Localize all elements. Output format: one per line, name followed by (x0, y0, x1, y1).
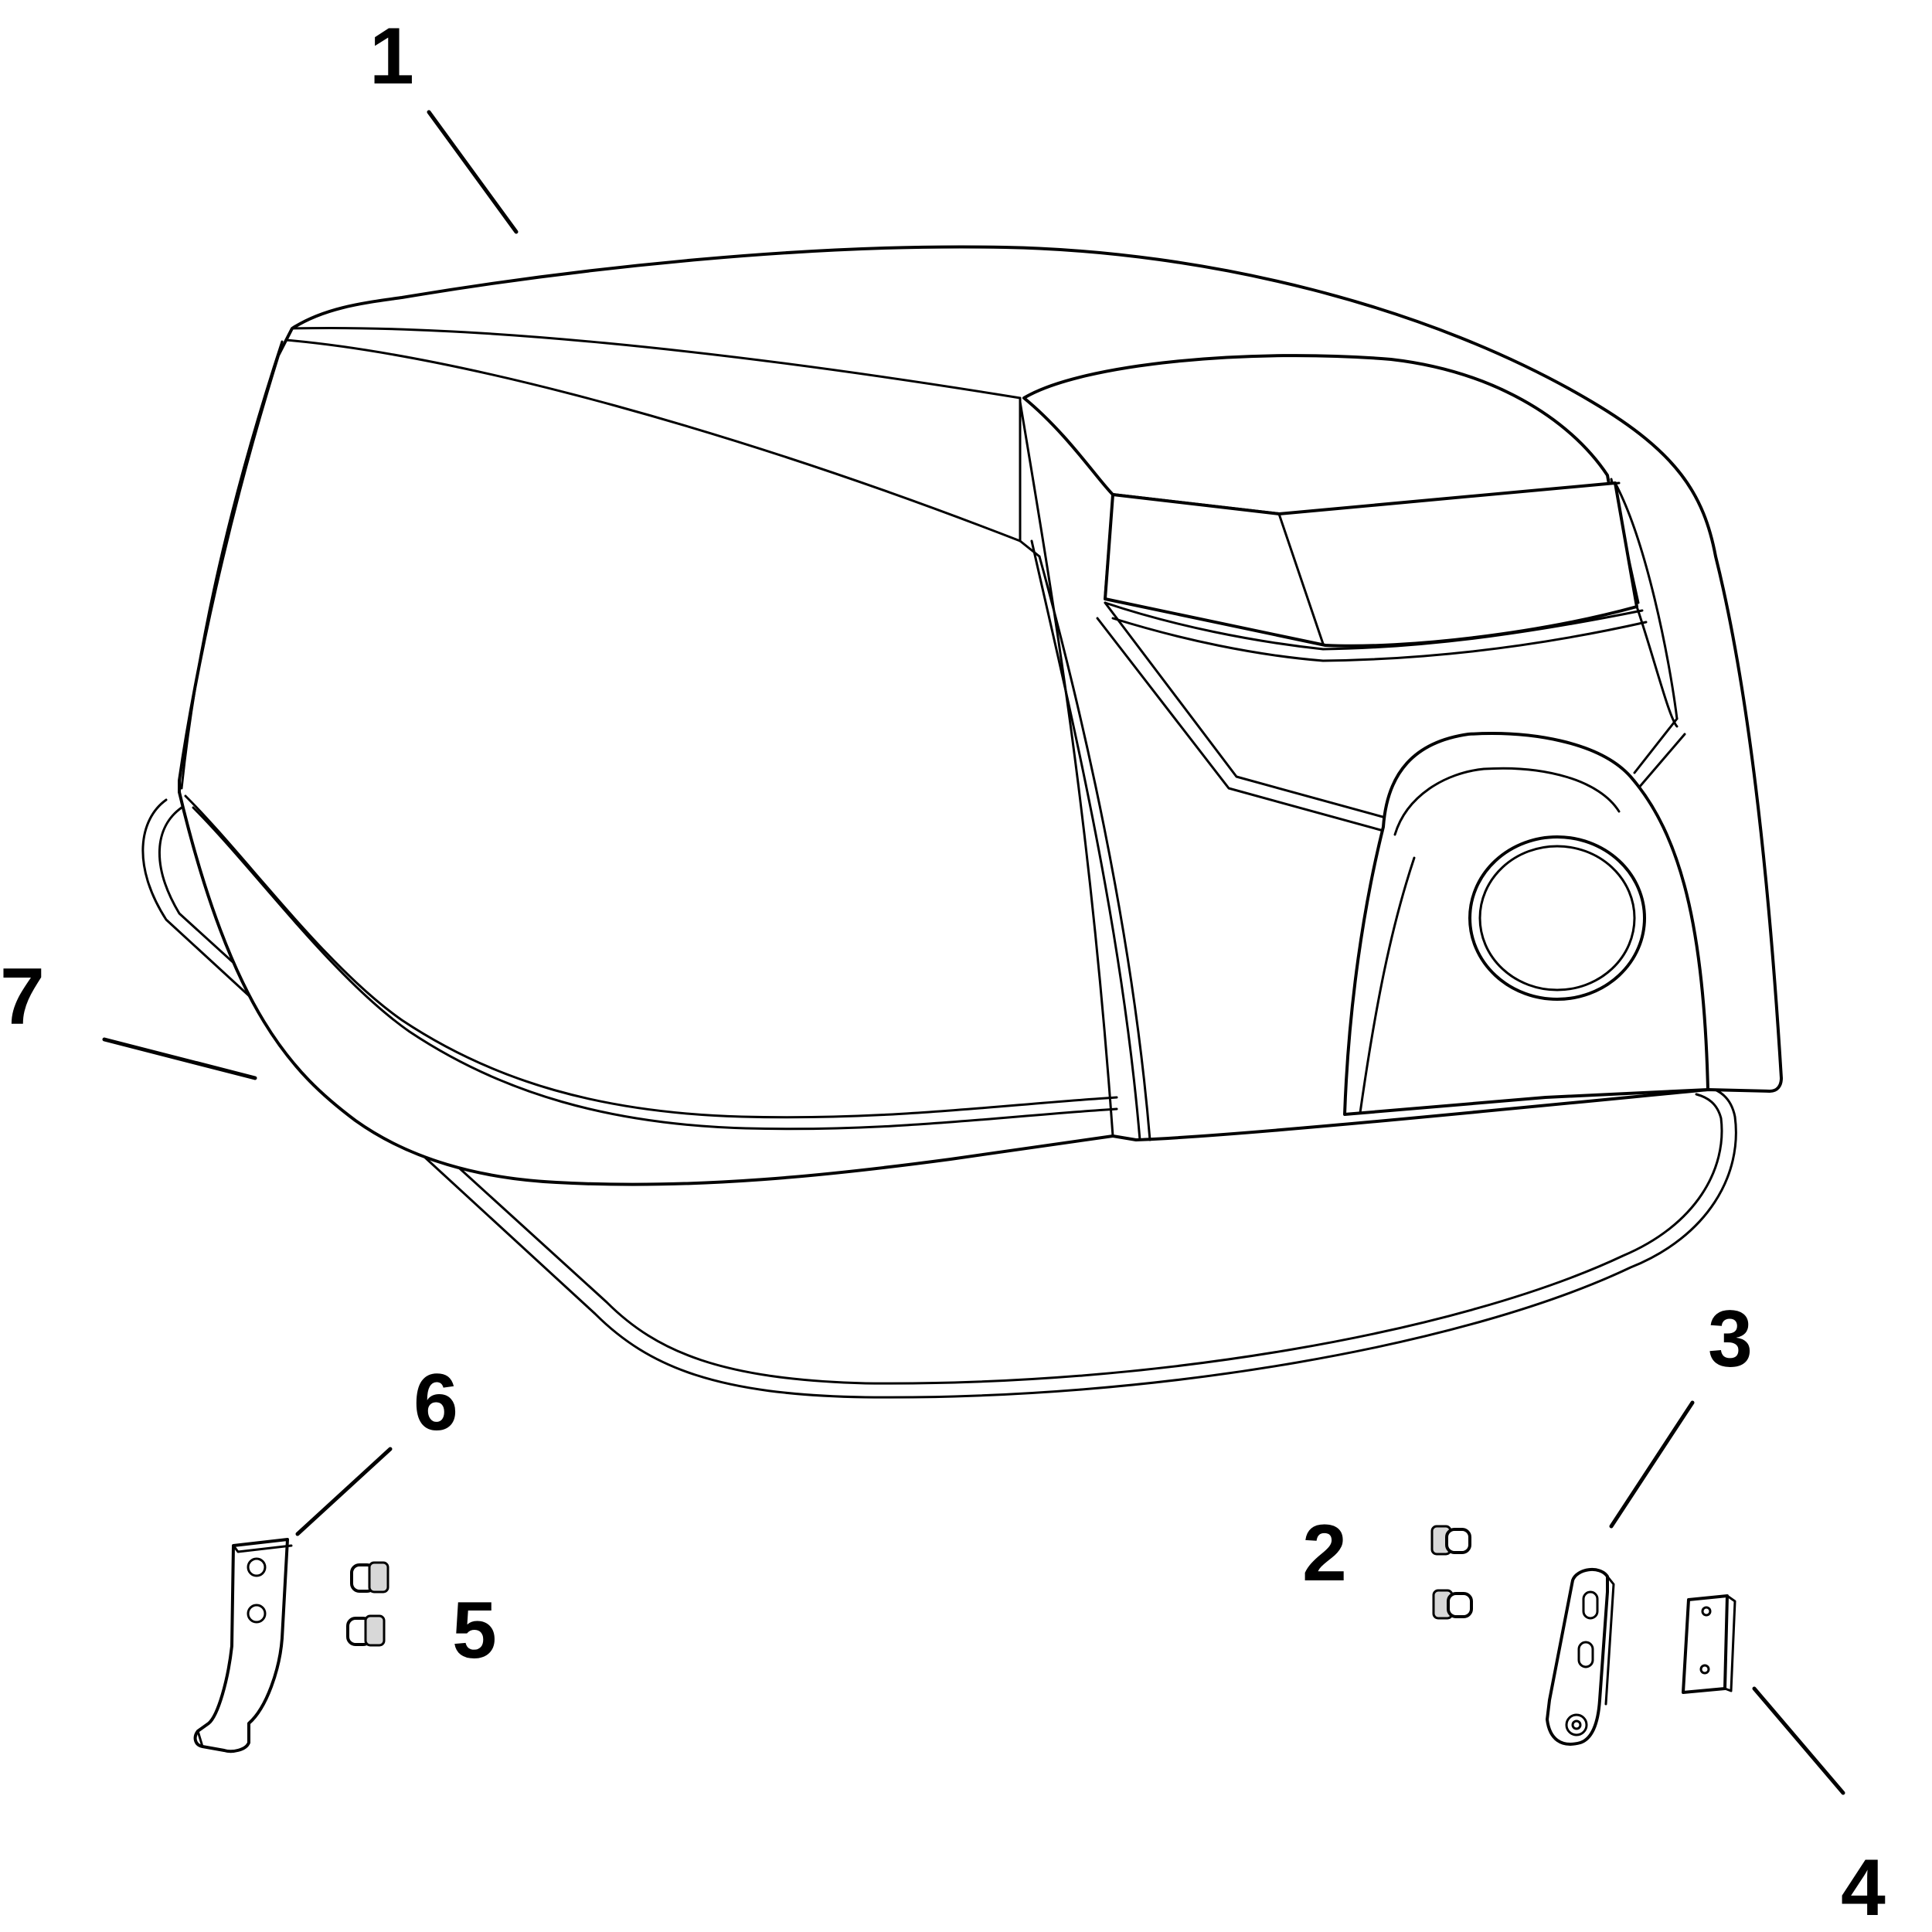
callout-5: 5 (452, 1586, 497, 1675)
screw-2-upper (1430, 1525, 1471, 1556)
callout-1: 1 (369, 12, 414, 101)
screws-5 (346, 1561, 389, 1647)
seal-gasket (141, 798, 1737, 1399)
leader-6 (295, 1447, 393, 1536)
leader-3 (1609, 1400, 1695, 1529)
leader-4 (1752, 1686, 1845, 1795)
hinge-plate (1546, 1567, 1615, 1746)
callout-4: 4 (1841, 1843, 1886, 1932)
small-plate (1682, 1594, 1736, 1694)
screw-5-lower (346, 1614, 386, 1647)
leader-7 (102, 1037, 257, 1080)
leader-1 (427, 110, 519, 234)
screws-2 (1430, 1525, 1473, 1620)
callout-6: 6 (413, 1358, 458, 1447)
screw-2-lower (1432, 1589, 1473, 1620)
callout-7: 7 (0, 952, 45, 1042)
screw-5-upper (350, 1561, 389, 1594)
callout-3: 3 (1708, 1294, 1753, 1384)
engine-cowling (178, 245, 1783, 1186)
callout-2: 2 (1302, 1509, 1347, 1598)
latch-bracket (193, 1538, 293, 1753)
